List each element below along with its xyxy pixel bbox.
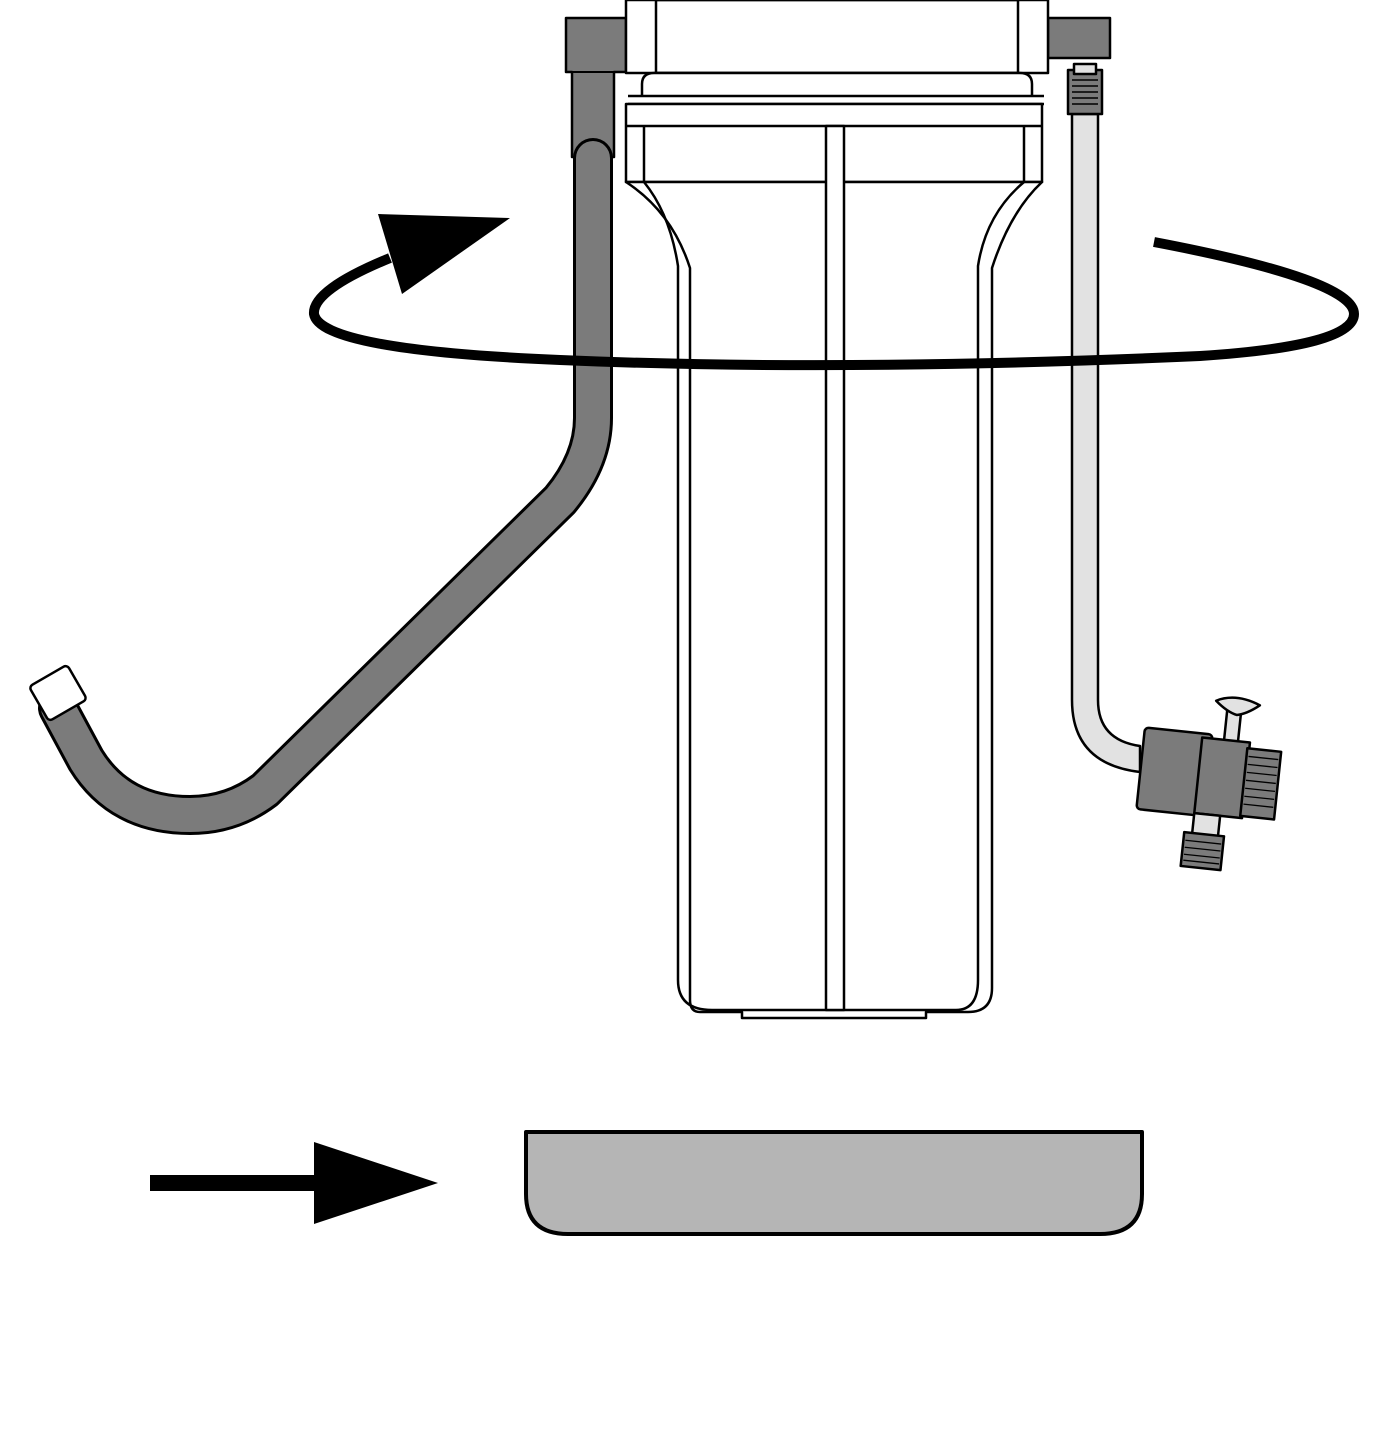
cartridge-center-tube <box>824 124 846 1012</box>
filter-head <box>564 0 1112 159</box>
rotation-arrow-head <box>378 214 510 294</box>
inlet-hose <box>29 138 613 835</box>
valve-plunger-head <box>1214 696 1262 717</box>
outlet-tube-nut-cap <box>1072 62 1098 76</box>
filter-housing-sump <box>624 102 1044 1020</box>
inlet-hose-end-fitting <box>29 664 87 722</box>
direction-arrow-shaft <box>150 1175 320 1191</box>
rotation-arrow-curve <box>309 237 1360 371</box>
direction-arrow <box>150 1142 438 1224</box>
outlet-tube-body <box>1070 112 1142 774</box>
shutoff-valve <box>1135 696 1283 872</box>
inlet-hose-body <box>41 141 610 832</box>
outlet-port-fitting <box>1046 16 1112 60</box>
outlet-tube <box>1066 62 1142 774</box>
filter-head-body <box>624 0 1050 75</box>
drip-tray <box>524 1130 1144 1236</box>
inlet-elbow-fitting <box>564 16 628 159</box>
valve-knurled-knob <box>1238 747 1283 821</box>
rotation-arrow <box>309 214 1360 371</box>
direction-arrow-head <box>314 1142 438 1224</box>
sump-inner-wall <box>643 181 1025 1012</box>
